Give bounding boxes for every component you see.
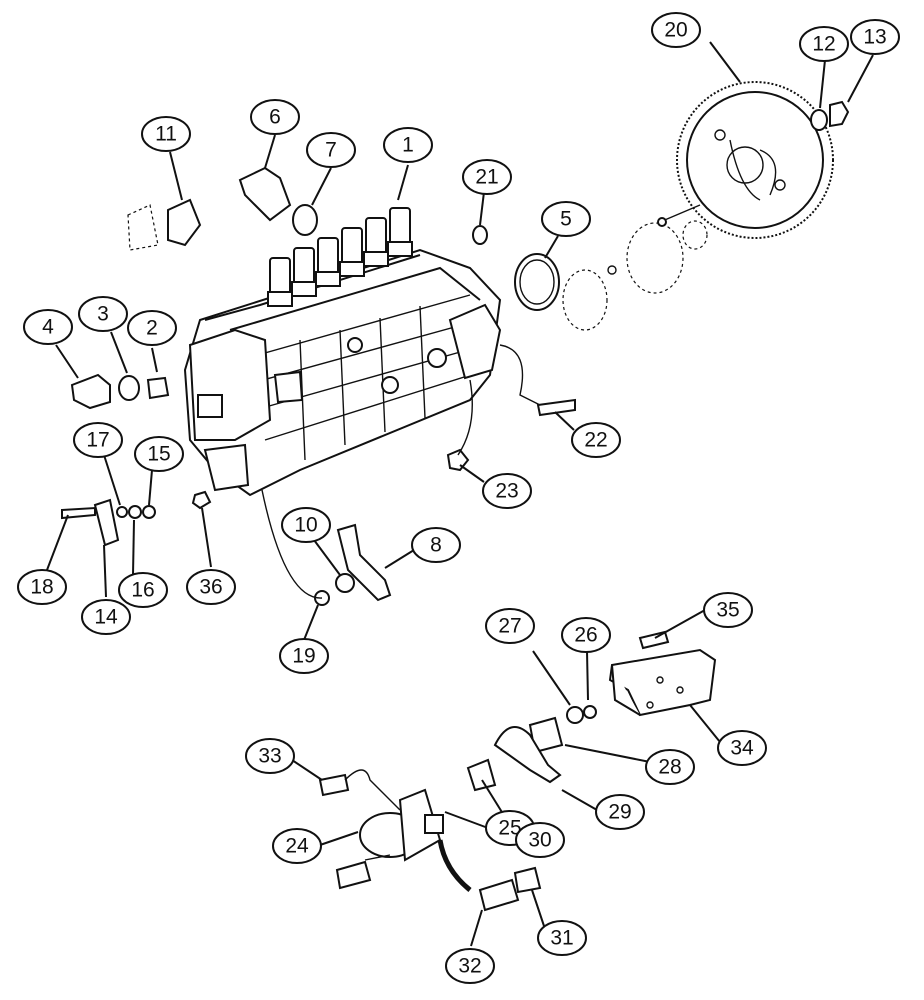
callout-label: 27 — [498, 615, 521, 638]
callout-16: 16 — [118, 572, 168, 608]
small-parts — [61, 100, 850, 606]
callout-label: 15 — [147, 443, 170, 466]
callout-24: 24 — [272, 828, 322, 864]
callout-label: 4 — [42, 316, 54, 339]
callout-label: 19 — [292, 645, 315, 668]
callout-25: 25 — [485, 810, 535, 846]
solenoid-assembly — [318, 769, 542, 912]
callout-3: 3 — [78, 296, 128, 332]
callout-label: 26 — [574, 624, 597, 647]
callout-label: 32 — [458, 955, 481, 978]
callout-1: 1 — [383, 127, 433, 163]
callout-15: 15 — [134, 436, 184, 472]
callout-14: 14 — [81, 599, 131, 635]
callout-36: 36 — [186, 569, 236, 605]
callout-18: 18 — [17, 569, 67, 605]
callout-label: 25 — [498, 817, 521, 840]
drive-gear — [676, 81, 834, 239]
callout-label: 13 — [863, 26, 886, 49]
callout-label: 6 — [269, 106, 281, 129]
callout-17: 17 — [73, 422, 123, 458]
callout-label: 24 — [285, 835, 309, 858]
callout-label: 34 — [730, 737, 754, 760]
callout-label: 23 — [495, 480, 518, 503]
callout-22: 22 — [571, 422, 621, 458]
callout-4: 4 — [23, 309, 73, 345]
callout-label: 28 — [658, 756, 681, 779]
callout-32: 32 — [445, 948, 495, 984]
callout-20: 20 — [651, 12, 701, 48]
callout-13: 13 — [850, 19, 900, 55]
callout-label: 29 — [608, 801, 631, 824]
callout-label: 33 — [258, 745, 281, 768]
callout-12: 12 — [799, 26, 849, 62]
callout-33: 33 — [245, 738, 295, 774]
callout-label: 5 — [560, 208, 572, 231]
callout-label: 14 — [94, 606, 118, 629]
callout-label: 30 — [528, 829, 551, 852]
callout-35: 35 — [703, 592, 753, 628]
callout-2: 2 — [127, 310, 177, 346]
callout-27: 27 — [485, 608, 535, 644]
callout-label: 36 — [199, 576, 222, 599]
callout-label: 16 — [131, 579, 154, 602]
callout-29: 29 — [595, 794, 645, 830]
callout-28: 28 — [645, 749, 695, 785]
callout-label: 31 — [550, 927, 573, 950]
callout-11: 11 — [141, 116, 191, 152]
callout-label: 7 — [325, 139, 337, 162]
bracket-assembly — [466, 630, 717, 792]
callout-label: 18 — [30, 576, 53, 599]
callout-label: 35 — [716, 599, 739, 622]
callout-label: 1 — [402, 134, 414, 157]
callout-label: 10 — [294, 514, 317, 537]
callout-10: 10 — [281, 507, 331, 543]
callout-label: 17 — [86, 429, 109, 452]
injection-pump — [183, 207, 502, 497]
callout-label: 12 — [812, 33, 835, 56]
callout-label: 11 — [155, 123, 177, 146]
callout-21: 21 — [462, 159, 512, 195]
callout-19: 19 — [279, 638, 329, 674]
callout-label: 22 — [584, 429, 607, 452]
drive-hub-parts — [562, 204, 708, 331]
callout-label: 2 — [146, 317, 158, 340]
callout-8: 8 — [411, 527, 461, 563]
callout-6: 6 — [250, 99, 300, 135]
callout-31: 31 — [537, 920, 587, 956]
callout-30: 30 — [515, 822, 565, 858]
callout-34: 34 — [717, 730, 767, 766]
callout-23: 23 — [482, 473, 532, 509]
callout-7: 7 — [306, 132, 356, 168]
callout-label: 8 — [430, 534, 442, 557]
leader-lines — [46, 41, 874, 947]
callout-5: 5 — [541, 201, 591, 237]
callout-label: 20 — [664, 19, 687, 42]
callout-label: 21 — [475, 166, 498, 189]
callout-26: 26 — [561, 617, 611, 653]
callout-label: 3 — [97, 303, 109, 326]
